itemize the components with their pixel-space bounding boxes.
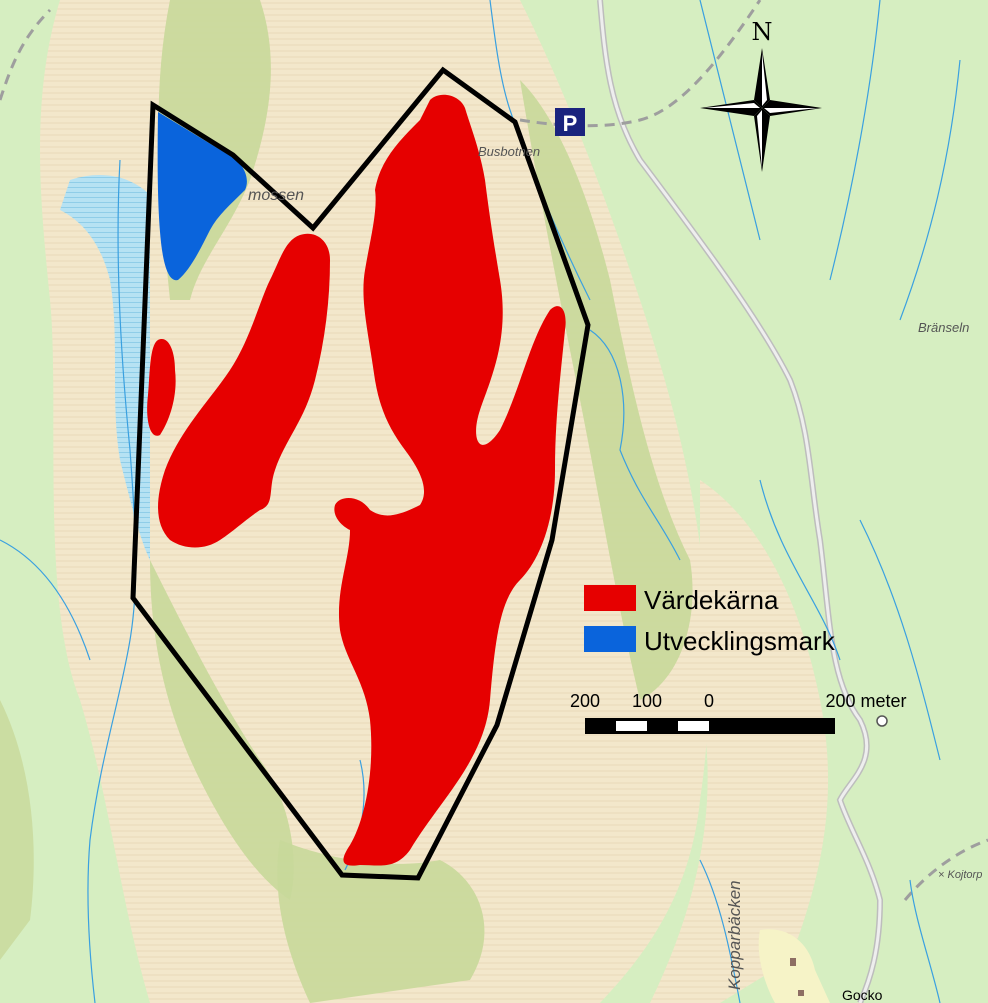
study-area-boundary xyxy=(130,66,591,881)
scale-bar: 200 100 0 200 meter xyxy=(570,691,907,734)
dashed-track xyxy=(903,838,988,901)
value-core-polygon xyxy=(158,233,330,548)
scale-bar-segment xyxy=(678,721,709,731)
value-core-polygon xyxy=(334,94,566,866)
scale-label-200-left: 200 xyxy=(570,691,600,711)
place-name-mossen: mossen xyxy=(248,187,304,204)
scale-label-100: 100 xyxy=(632,691,662,711)
slope-area xyxy=(520,80,693,700)
building xyxy=(790,958,796,966)
parking-symbol: P xyxy=(555,108,585,136)
legend: Värdekärna Utvecklingsmark xyxy=(584,585,836,656)
legend-swatch-value-core xyxy=(584,585,636,611)
scale-label-0: 0 xyxy=(704,691,714,711)
main-road xyxy=(598,0,882,1003)
place-name-kopparbacken: Kopparbäcken xyxy=(725,880,744,990)
wetland-area xyxy=(60,175,150,560)
slope-area xyxy=(150,560,294,900)
dashed-track xyxy=(0,8,52,101)
south-arrow-highlight xyxy=(757,110,762,168)
place-name-busbotnen: Busbotnen xyxy=(478,144,540,159)
development-area xyxy=(157,112,247,281)
scale-bar-segment xyxy=(616,721,647,731)
place-name-kojtorp: × Kojtorp xyxy=(938,869,982,881)
slope-area xyxy=(0,700,34,960)
place-name-gocko: Gocko xyxy=(842,987,883,1003)
north-arrow: N xyxy=(700,18,822,172)
point-marker xyxy=(876,715,888,727)
building xyxy=(798,990,804,996)
value-core-areas xyxy=(147,94,566,866)
stream-network xyxy=(0,0,961,1003)
scale-bar-outline xyxy=(585,718,835,734)
open-land-east xyxy=(650,480,829,1003)
west-arrow-highlight xyxy=(704,103,760,108)
east-arrow-highlight xyxy=(764,108,818,113)
north-arrow-highlight xyxy=(762,52,767,106)
slope-area xyxy=(277,840,485,1003)
legend-label-value-core: Värdekärna xyxy=(644,585,779,615)
value-core-polygon xyxy=(147,339,176,436)
parking-label: P xyxy=(563,111,578,136)
settlement-area xyxy=(758,929,830,1003)
scale-label-200-meter: 200 meter xyxy=(825,691,906,711)
legend-label-development: Utvecklingsmark xyxy=(644,626,836,656)
north-label: N xyxy=(752,18,773,46)
legend-swatch-development xyxy=(584,626,636,652)
place-name-branseln: Bränseln xyxy=(918,320,969,335)
